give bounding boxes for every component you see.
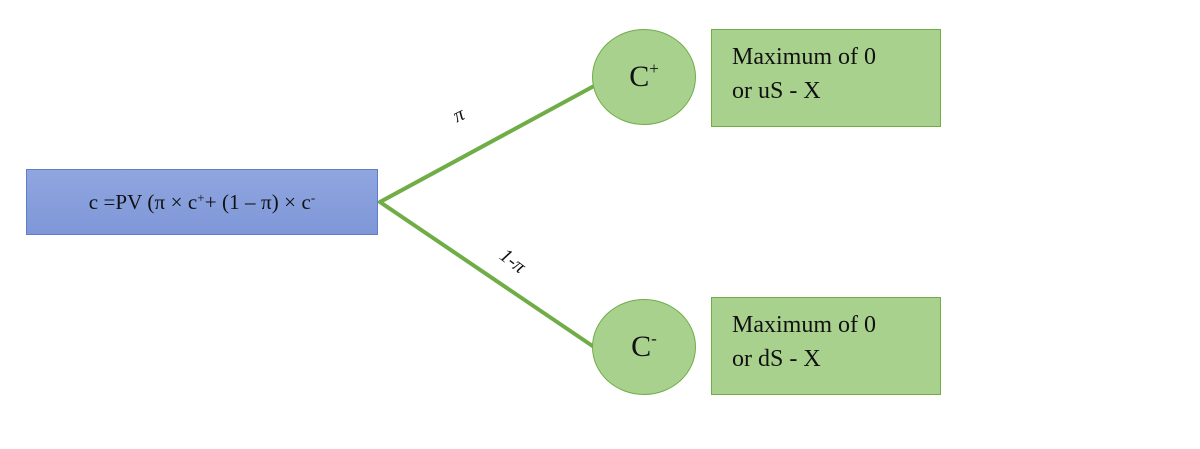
up-node-label: C: [629, 60, 650, 93]
option-price-formula-box: c =PV (π × c+ + (1 – π) × c-: [26, 169, 378, 235]
up-payoff-line2: or uS - X: [732, 78, 821, 104]
formula-middle: + (1 – π) × c: [204, 189, 311, 214]
down-payoff-line1: Maximum of 0: [732, 312, 876, 338]
edge-up: [378, 84, 596, 204]
down-node-sup: -: [651, 329, 657, 348]
up-payoff-line1: Maximum of 0: [732, 44, 876, 70]
down-node-label: C: [631, 330, 652, 363]
formula-sup-plus: +: [197, 190, 205, 205]
down-node: C-: [592, 299, 696, 395]
up-payoff-box: Maximum of 0 or uS - X: [711, 29, 941, 127]
formula-prefix: c =PV (π × c: [88, 189, 198, 214]
formula-sup-minus: -: [310, 190, 316, 205]
down-payoff-line2: or dS - X: [732, 346, 821, 372]
up-node: C+: [592, 29, 696, 125]
up-node-sup: +: [649, 59, 659, 78]
down-payoff-box: Maximum of 0 or dS - X: [711, 297, 941, 395]
edge-down: [378, 200, 596, 349]
